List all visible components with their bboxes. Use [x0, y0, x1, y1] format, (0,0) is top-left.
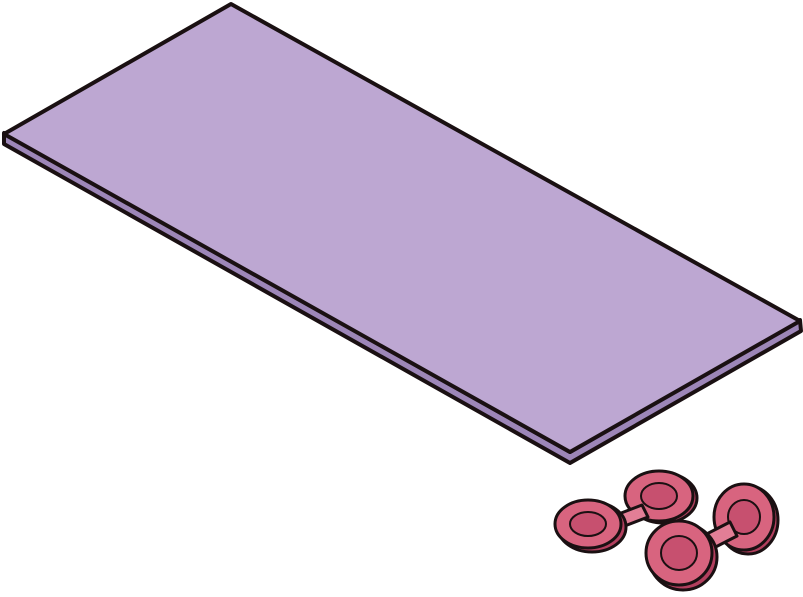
yoga-mat-icon: [2, 2, 803, 465]
dumbbell-icon: [553, 469, 699, 554]
yoga-mat-top: [2, 2, 802, 454]
dumbbell-icon: [644, 482, 780, 592]
